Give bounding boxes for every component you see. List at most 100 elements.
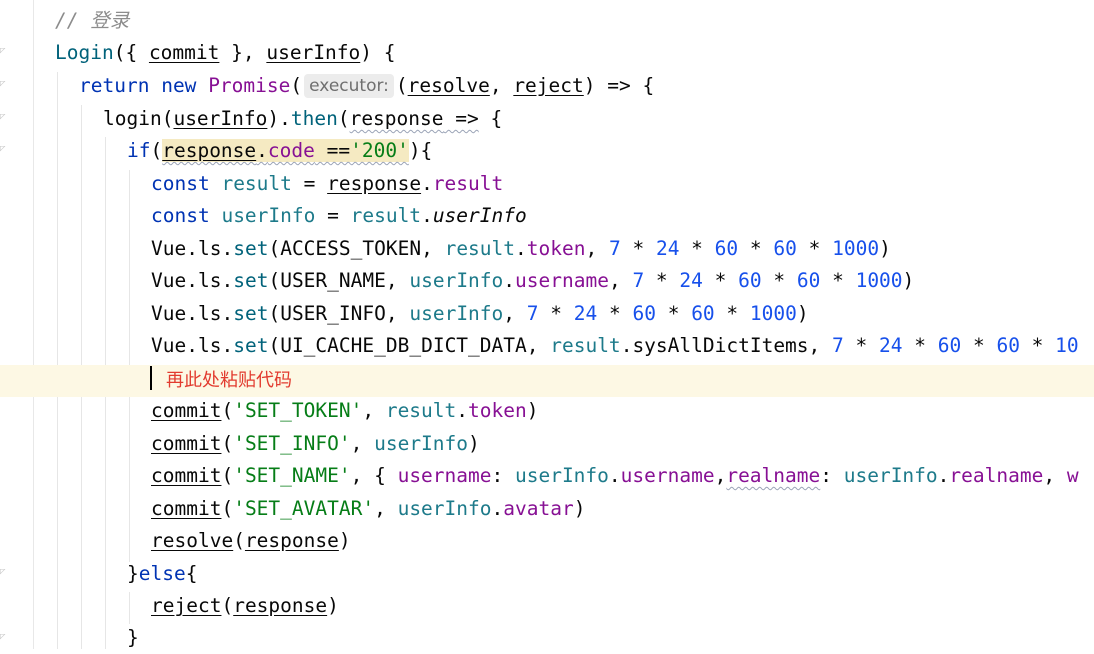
code-line-comment[interactable]: // 登录 <box>55 5 129 37</box>
string-set-name: 'SET_NAME' <box>233 464 351 487</box>
num: 7 <box>832 334 844 357</box>
num: 24 <box>679 269 703 292</box>
num: 60 <box>738 269 762 292</box>
call-reject: reject <box>151 594 222 617</box>
text-caret <box>150 366 152 390</box>
code-line[interactable]: const result = response.result <box>151 172 504 195</box>
prop-ls: ls <box>197 302 222 325</box>
method-set: set <box>233 237 269 260</box>
call-commit: commit <box>151 464 222 487</box>
num: 60 <box>773 237 797 260</box>
method-set: set <box>233 334 269 357</box>
current-line[interactable] <box>0 365 1094 397</box>
ident-result: result <box>350 204 422 227</box>
call-commit: commit <box>151 497 222 520</box>
fold-icon[interactable] <box>0 80 8 89</box>
ident-result: result <box>550 334 621 357</box>
code-line[interactable]: commit('SET_INFO', userInfo) <box>151 432 480 455</box>
code-line[interactable]: if(response.code =='200'){ <box>127 139 433 162</box>
indent-guide <box>57 72 58 649</box>
param-reject: reject <box>513 74 584 97</box>
string-set-avatar: 'SET_AVATAR' <box>233 497 375 520</box>
num: 24 <box>879 334 903 357</box>
method-set: set <box>233 302 269 325</box>
num: 7 <box>526 302 539 325</box>
fold-icon[interactable] <box>0 145 8 154</box>
ident-userinfo: userInfo <box>409 269 504 292</box>
num: 7 <box>632 269 645 292</box>
prop-code: code <box>267 139 315 162</box>
keyword-return: return <box>79 74 150 97</box>
param-resolve: resolve <box>407 74 490 97</box>
num: 60 <box>714 237 739 260</box>
const-access-token: ACCESS_TOKEN <box>280 237 422 260</box>
param-response: response <box>349 107 444 130</box>
paste-here-note: 再此处粘贴代码 <box>166 370 292 391</box>
code-line[interactable]: login(userInfo).then(response => { <box>103 107 503 130</box>
const-user-name: USER_NAME <box>280 269 386 292</box>
code-line[interactable]: commit('SET_AVATAR', userInfo.avatar) <box>151 497 586 520</box>
num: 24 <box>573 302 598 325</box>
num: 60 <box>691 302 715 325</box>
comment-text: 登录 <box>90 9 130 32</box>
var-result: result <box>221 172 292 195</box>
ident-userinfo: userInfo <box>397 497 492 520</box>
ident-result: result <box>444 237 516 260</box>
ident-vue: Vue <box>151 269 187 292</box>
code-line[interactable]: Vue.ls.set(ACCESS_TOKEN, result.token, 7… <box>151 237 891 260</box>
code-line[interactable]: reject(response) <box>151 594 339 617</box>
keyword-else: else <box>138 562 186 585</box>
code-line[interactable]: Vue.ls.set(USER_INFO, userInfo, 7 * 24 *… <box>151 302 809 325</box>
param-commit: commit <box>148 41 220 64</box>
call-login: login <box>103 107 162 130</box>
prop-ls: ls <box>197 269 222 292</box>
code-line[interactable]: resolve(response) <box>151 529 351 552</box>
ident-vue: Vue <box>151 237 187 260</box>
num: 60 <box>632 302 656 325</box>
prop-ls: ls <box>197 334 222 357</box>
prop-sysalldictitems: sysAllDictItems <box>632 334 809 357</box>
prop-result: result <box>432 172 504 195</box>
keyword-new: new <box>161 74 197 97</box>
num: 24 <box>655 237 680 260</box>
truncated-key: w <box>1066 464 1079 487</box>
code-line[interactable]: Vue.ls.set(USER_NAME, userInfo.username,… <box>151 269 915 292</box>
prop-ls: ls <box>197 237 222 260</box>
ident-vue: Vue <box>151 302 187 325</box>
fold-icon[interactable] <box>0 568 8 577</box>
fold-icon[interactable] <box>0 113 8 122</box>
num: 1000 <box>832 237 880 260</box>
param-userinfo: userInfo <box>266 41 361 64</box>
method-then: then <box>290 107 338 130</box>
parameter-hint: executor: <box>304 74 394 98</box>
ident-result: result <box>385 399 457 422</box>
fold-icon[interactable] <box>0 47 8 56</box>
ident-vue: Vue <box>151 334 187 357</box>
code-line[interactable]: Login({ commit }, userInfo) { <box>55 41 396 64</box>
ident-userinfo: userInfo <box>843 464 938 487</box>
code-line[interactable]: return new Promise(executor:(resolve, re… <box>79 74 655 98</box>
code-line[interactable]: commit('SET_NAME', { username: userInfo.… <box>151 464 1079 487</box>
code-line[interactable]: const userInfo = result.userInfo <box>151 204 527 227</box>
ident-userinfo: userInfo <box>409 302 504 325</box>
indent-guide <box>129 592 130 624</box>
num: 60 <box>996 334 1020 357</box>
prop-realname: realname <box>949 464 1044 487</box>
prop-token: token <box>526 237 586 260</box>
num: 10 <box>1055 334 1079 357</box>
ident-userinfo: userInfo <box>374 432 469 455</box>
ident-userinfo: userInfo <box>514 464 609 487</box>
arg-response: response <box>244 529 339 552</box>
ident-response: response <box>327 172 422 195</box>
code-line[interactable]: }else{ <box>127 562 198 585</box>
code-line[interactable]: commit('SET_TOKEN', result.token) <box>151 399 539 422</box>
num: 60 <box>796 269 821 292</box>
code-line[interactable]: } <box>127 626 139 649</box>
fold-icon[interactable] <box>0 633 8 642</box>
num: 1000 <box>749 302 797 325</box>
prop-avatar: avatar <box>503 497 574 520</box>
gutter-divider <box>33 0 34 649</box>
class-promise: Promise <box>208 74 291 97</box>
code-line[interactable]: Vue.ls.set(UI_CACHE_DB_DICT_DATA, result… <box>151 334 1079 357</box>
key-realname: realname <box>726 464 821 487</box>
